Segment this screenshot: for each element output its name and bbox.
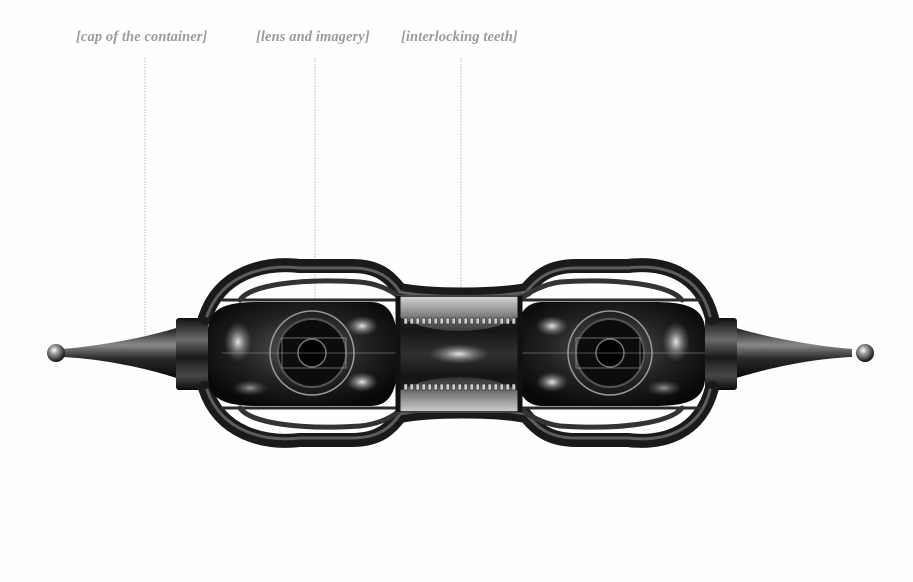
label-cap-of-container: [cap of the container] (76, 29, 208, 45)
tooth (487, 317, 492, 325)
tooth (403, 383, 408, 391)
tooth (499, 317, 504, 325)
tooth (409, 317, 414, 325)
tooth (463, 383, 468, 391)
cap-collars (176, 318, 737, 390)
tooth (493, 317, 498, 325)
tooth (451, 383, 456, 391)
tooth (511, 383, 516, 391)
tooth (403, 317, 408, 325)
right-end-ball (856, 344, 874, 362)
tooth (481, 317, 486, 325)
tooth (457, 317, 462, 325)
tooth (511, 317, 516, 325)
tooth (415, 317, 420, 325)
label-interlocking-teeth: [interlocking teeth] (401, 29, 518, 45)
left-lens-pod (208, 302, 398, 406)
tooth (469, 317, 474, 325)
tooth (493, 383, 498, 391)
tooth (499, 383, 504, 391)
right-lens-pod (515, 302, 705, 406)
teeth-top-row (403, 317, 516, 325)
left-end-ball (47, 344, 65, 362)
teeth-bottom-row (403, 383, 516, 391)
tooth (469, 383, 474, 391)
label-lens-and-imagery: [lens and imagery] (256, 29, 370, 45)
tooth (475, 383, 480, 391)
tooth (445, 317, 450, 325)
tooth (505, 317, 510, 325)
end-spikes (47, 326, 874, 380)
tooth (421, 317, 426, 325)
tooth (487, 383, 492, 391)
tooth (409, 383, 414, 391)
tooth (427, 317, 432, 325)
tooth (463, 317, 468, 325)
tooth (433, 317, 438, 325)
tooth (445, 383, 450, 391)
tooth (475, 317, 480, 325)
tooth (451, 317, 456, 325)
tooth (427, 383, 432, 391)
tooth (415, 383, 420, 391)
tooth (505, 383, 510, 391)
tooth (481, 383, 486, 391)
tooth (421, 383, 426, 391)
tooth (439, 317, 444, 325)
tooth (433, 383, 438, 391)
tooth (439, 383, 444, 391)
tooth (457, 383, 462, 391)
interlocking-teeth-section (395, 295, 523, 413)
